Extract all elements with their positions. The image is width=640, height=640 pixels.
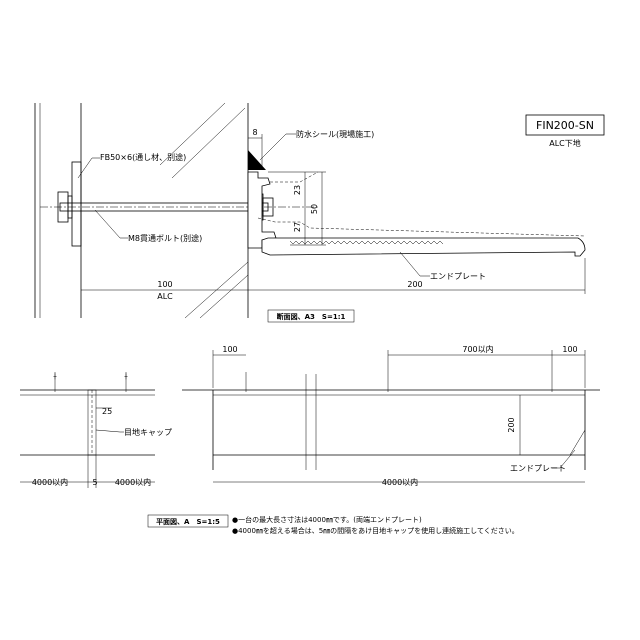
- title-block: FIN200-SN ALC下地: [525, 114, 605, 148]
- flat-bar-leader: [77, 157, 100, 179]
- end-plate-label: エンドプレート: [430, 272, 486, 281]
- plan-end-plate-label: エンドプレート: [510, 464, 566, 473]
- note-1: ●一台の最大長さ寸法は4000㎜です。(両端エンドプレート): [232, 515, 422, 524]
- flat-bar-label: FB50×6(通し材、別途): [100, 152, 186, 162]
- dim-8: 8: [252, 128, 257, 137]
- section-caption-frame: [267, 309, 355, 323]
- waterproof-seal-hatch: [248, 150, 266, 170]
- dim-100: 100: [157, 280, 172, 289]
- dim-left-length: 4000以内: [32, 477, 68, 487]
- plan-caption: 平面図、A S=1:5: [156, 517, 220, 526]
- right-nut: [262, 197, 274, 217]
- dim-span: 4000以内: [382, 477, 418, 487]
- end-plate-diagonal: [569, 429, 586, 456]
- washer-icon: [67, 195, 73, 219]
- dim-right-offset: 100: [562, 345, 577, 354]
- fin-blade: [261, 237, 586, 257]
- bolt-leader: [94, 209, 128, 239]
- dim-spacing: 700以内: [462, 344, 493, 354]
- dim-23: 23: [293, 185, 302, 195]
- alc-label: ALC: [157, 292, 173, 301]
- end-plate-leader: [399, 251, 430, 277]
- plan-caption-frame: [147, 514, 229, 528]
- section-view: 23 50 27 8 防水シール(現場施工) FB50×6(通し材、別途) M8…: [34, 102, 586, 323]
- bolt-label: M8貫通ボルト(別途): [128, 233, 202, 243]
- dim-gap: 5: [92, 478, 97, 487]
- section-caption: 断面図、A3 S=1:1: [277, 312, 346, 321]
- dim-200: 200: [407, 280, 422, 289]
- flat-bar: [71, 161, 82, 247]
- joint-cap-leader: [95, 429, 124, 433]
- end-plate-outline: [257, 217, 586, 237]
- break-line-1: [159, 102, 226, 166]
- dim-50: 50: [310, 204, 319, 214]
- dim-27: 27: [293, 222, 302, 232]
- waterproof-seal-label: 防水シール(現場施工): [296, 129, 374, 139]
- blade-serration: [289, 240, 444, 245]
- dim-25: 25: [102, 407, 112, 416]
- end-plate-top: [270, 171, 319, 183]
- joint-cap-label: 目地キャップ: [124, 427, 172, 437]
- title-frame: [525, 114, 605, 136]
- substrate-label: ALC下地: [549, 138, 581, 148]
- fin-base-profile: [247, 171, 277, 249]
- plan-end-plate-leader: [552, 449, 576, 469]
- break-line-4: [199, 274, 249, 319]
- break-line-2: [171, 107, 246, 179]
- plan-view: ┼ ┼ 25 目地キャップ 4000以内 5 4000以内 100 700以内: [20, 344, 600, 535]
- dim-depth: 200: [507, 417, 516, 432]
- product-code: FIN200-SN: [536, 119, 594, 132]
- bolt-shaft: [59, 202, 269, 212]
- dim-left-offset: 100: [222, 345, 237, 354]
- dim-right-length: 4000以内: [115, 477, 151, 487]
- leader-arrow-icon: [259, 133, 296, 161]
- note-2: ●4000㎜を超える場合は、5㎜の間隔をあけ目地キャップを使用し連続施工してくだ…: [232, 526, 519, 535]
